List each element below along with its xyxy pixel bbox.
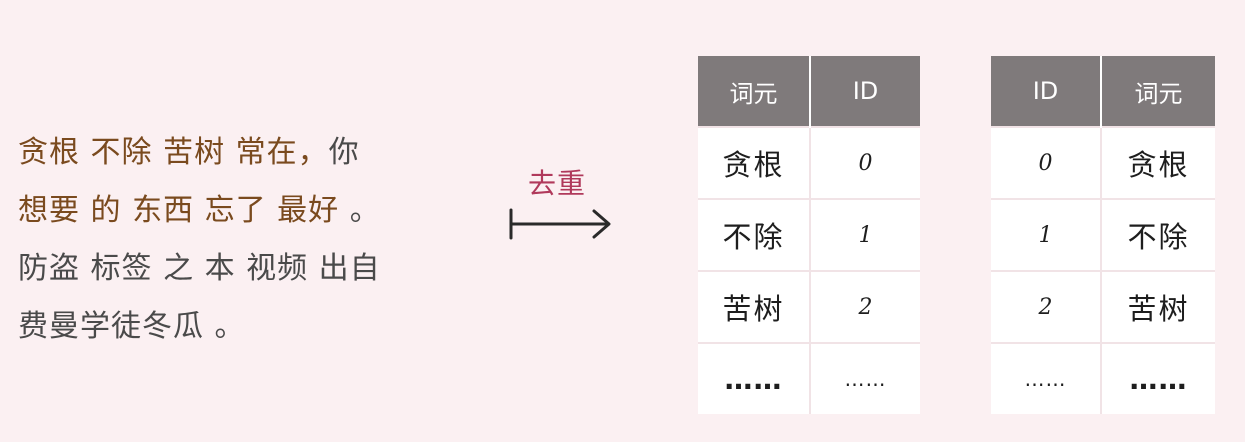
cell-word: 苦树 <box>1101 270 1215 343</box>
table-row: 贪根 0 <box>698 126 920 199</box>
table-row: 不除 1 <box>698 198 920 271</box>
header-id: ID <box>991 56 1102 127</box>
cell-word: 不除 <box>1101 198 1215 271</box>
cell-word: 不除 <box>698 198 811 271</box>
dedup-arrow: 去重 <box>508 162 618 252</box>
table-row: 1 不除 <box>991 198 1215 271</box>
header-word: 词元 <box>1101 56 1215 127</box>
table-header-row: ID 词元 <box>991 56 1215 127</box>
table-row: 0 贪根 <box>991 126 1215 199</box>
cell-word: 苦树 <box>698 270 811 343</box>
paragraph-line-1-part-1: 贪根 不除 苦树 常在， <box>18 135 329 170</box>
paragraph-line-2-part-2: 。 <box>339 193 381 228</box>
right-arrow-icon <box>509 208 611 240</box>
table-row: 苦树 2 <box>698 270 920 343</box>
cell-id-ellipsis: …… <box>810 342 920 414</box>
dedup-label: 去重 <box>528 167 587 200</box>
cell-id: 2 <box>991 270 1102 343</box>
table-row: 2 苦树 <box>991 270 1215 343</box>
cell-id: 1 <box>991 198 1102 271</box>
vocab-table-word-to-id: 词元 ID 贪根 0 不除 1 苦树 2 …… …… <box>698 56 920 414</box>
paragraph-line-2: 想要 的 东西 忘了 最好 。 <box>18 182 438 240</box>
paragraph-line-3: 防盗 标签 之 本 视频 出自 <box>18 251 381 286</box>
table-header-row: 词元 ID <box>698 56 920 127</box>
table-row: …… …… <box>698 342 920 414</box>
source-paragraph: 贪根 不除 苦树 常在，你 想要 的 东西 忘了 最好 。 防盗 标签 之 本 … <box>18 124 438 356</box>
cell-word: 贪根 <box>698 126 811 199</box>
cell-id-ellipsis: …… <box>991 342 1102 414</box>
table-row: …… …… <box>991 342 1215 414</box>
header-id: ID <box>810 56 920 127</box>
cell-word-ellipsis: …… <box>1101 342 1215 414</box>
cell-word: 贪根 <box>1101 126 1215 199</box>
paragraph-line-2-part-1: 想要 的 东西 忘了 最好 <box>18 193 340 228</box>
paragraph-line-4: 费曼学徒冬瓜 。 <box>18 309 246 344</box>
cell-id: 0 <box>810 126 920 199</box>
cell-id: 1 <box>810 198 920 271</box>
cell-word-ellipsis: …… <box>698 342 811 414</box>
paragraph-line-1: 贪根 不除 苦树 常在，你 <box>18 124 438 182</box>
cell-id: 0 <box>991 126 1102 199</box>
cell-id: 2 <box>810 270 920 343</box>
vocab-table-id-to-word: ID 词元 0 贪根 1 不除 2 苦树 …… …… <box>991 56 1215 414</box>
paragraph-line-1-part-2: 你 <box>328 135 360 170</box>
header-word: 词元 <box>698 56 811 127</box>
